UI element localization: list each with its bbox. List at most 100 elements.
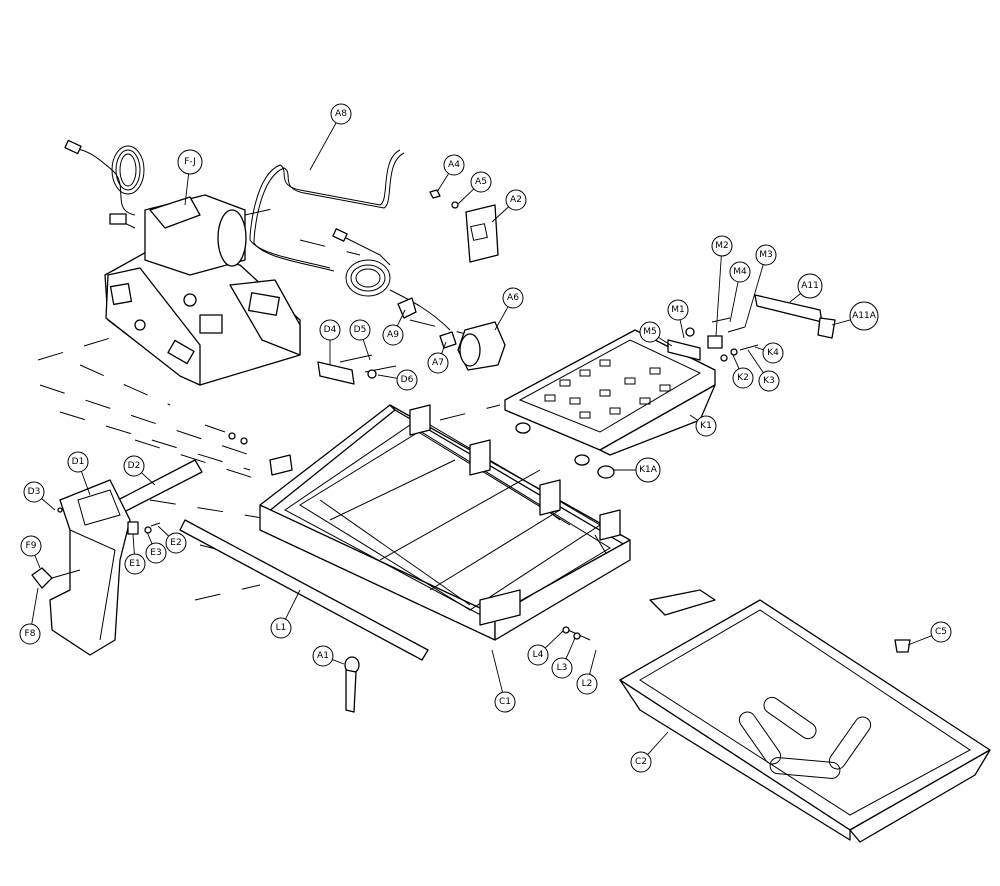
leader-line-a1: [332, 659, 345, 665]
leader-line-d3: [41, 498, 56, 511]
callout-label: M1: [671, 305, 685, 315]
leader-line-e1: [132, 533, 135, 555]
callout-l4: L4: [527, 644, 549, 666]
callout-k1a: K1A: [635, 457, 661, 483]
sliding-table: [504, 329, 716, 479]
leader-line-a7: [441, 341, 447, 354]
leader-line-d2: [141, 472, 156, 486]
callout-d4: D4: [319, 319, 341, 341]
callout-label: K4: [767, 348, 779, 358]
leader-line-k3: [747, 349, 764, 373]
callout-circle: [551, 657, 573, 679]
callout-m5: M5: [639, 321, 661, 343]
callout-circle: [630, 751, 652, 773]
leader-line-a11: [789, 293, 801, 303]
callout-circle: [20, 535, 42, 557]
leader-line-k4: [754, 346, 764, 351]
leader-line-m1: [679, 319, 685, 339]
callout-label: E3: [150, 548, 161, 558]
leader-line-l1: [285, 589, 301, 620]
leader-line-k1: [689, 414, 699, 421]
callout-circle: [382, 324, 404, 346]
leader-line-l3: [565, 637, 576, 660]
callout-label: M3: [759, 250, 773, 260]
callout-label: A11A: [852, 311, 877, 321]
callout-circle: [494, 691, 516, 713]
leader-line-a11a: [831, 319, 851, 326]
callout-m2: M2: [711, 235, 733, 257]
callout-circle: [635, 457, 661, 483]
callout-e1: E1: [124, 553, 146, 575]
callout-circle: [729, 261, 751, 283]
callout-circle: [797, 273, 823, 299]
miter-guide: [667, 294, 836, 362]
callout-circle: [576, 673, 598, 695]
callout-a6: A6: [502, 287, 524, 309]
leader-line-m2: [715, 255, 722, 337]
callout-label: K1A: [639, 465, 658, 475]
callout-label: F9: [26, 541, 37, 551]
callout-m4: M4: [729, 261, 751, 283]
callout-a4: A4: [443, 154, 465, 176]
leader-line-f8: [31, 587, 39, 625]
callout-circle: [19, 623, 41, 645]
callout-circle: [145, 542, 167, 564]
callout-d3: D3: [23, 481, 45, 503]
callout-circle: [527, 644, 549, 666]
callout-label: M5: [643, 327, 657, 337]
callout-a11: A11: [797, 273, 823, 299]
leader-line-a5: [457, 188, 475, 205]
leader-line-m5: [658, 336, 673, 347]
callout-circle: [177, 149, 203, 175]
callout-label: K2: [737, 373, 749, 383]
callout-circle: [124, 553, 146, 575]
callout-circle: [849, 301, 879, 331]
callout-f-j: F-J: [177, 149, 203, 175]
callout-circle: [755, 244, 777, 266]
callout-circle: [396, 369, 418, 391]
callout-k4: K4: [762, 342, 784, 364]
leader-line-a8: [309, 122, 337, 171]
callout-circle: [639, 321, 661, 343]
callout-label: K1: [700, 421, 712, 431]
callout-circle: [23, 481, 45, 503]
motor-assembly: [64, 139, 301, 386]
callout-circle: [758, 370, 780, 392]
leader-line-a4: [436, 173, 450, 193]
callout-label: L1: [276, 623, 287, 633]
callout-circle: [505, 189, 527, 211]
callout-label: A7: [432, 358, 444, 368]
callout-circle: [123, 455, 145, 477]
callout-k1: K1: [695, 415, 717, 437]
callout-circle: [330, 103, 352, 125]
callout-circle: [427, 352, 449, 374]
callout-label: A2: [510, 195, 522, 205]
callout-label: C1: [499, 697, 511, 707]
callout-a11a: A11A: [849, 301, 879, 331]
callout-circle: [312, 645, 334, 667]
callout-label: M2: [715, 241, 729, 251]
callout-label: D2: [128, 461, 141, 471]
callout-label: M4: [733, 267, 747, 277]
callout-label: L4: [533, 650, 544, 660]
callout-label: D6: [401, 375, 414, 385]
callout-circle: [762, 342, 784, 364]
callout-label: A6: [507, 293, 519, 303]
callout-a9: A9: [382, 324, 404, 346]
leader-line-d1: [80, 471, 91, 496]
leader-lines: [31, 122, 932, 755]
callout-label: C5: [935, 627, 947, 637]
callout-circle: [270, 617, 292, 639]
water-tray: [619, 589, 991, 843]
wrench: [344, 656, 360, 713]
leader-line-c2: [647, 731, 669, 755]
callout-f8: F8: [19, 623, 41, 645]
callout-label: E2: [170, 538, 181, 548]
callout-d6: D6: [396, 369, 418, 391]
leader-line-c5: [907, 635, 932, 646]
callout-l3: L3: [551, 657, 573, 679]
leader-line-f9: [34, 555, 41, 569]
frame: [259, 404, 631, 641]
leader-line-m3: [744, 264, 764, 328]
